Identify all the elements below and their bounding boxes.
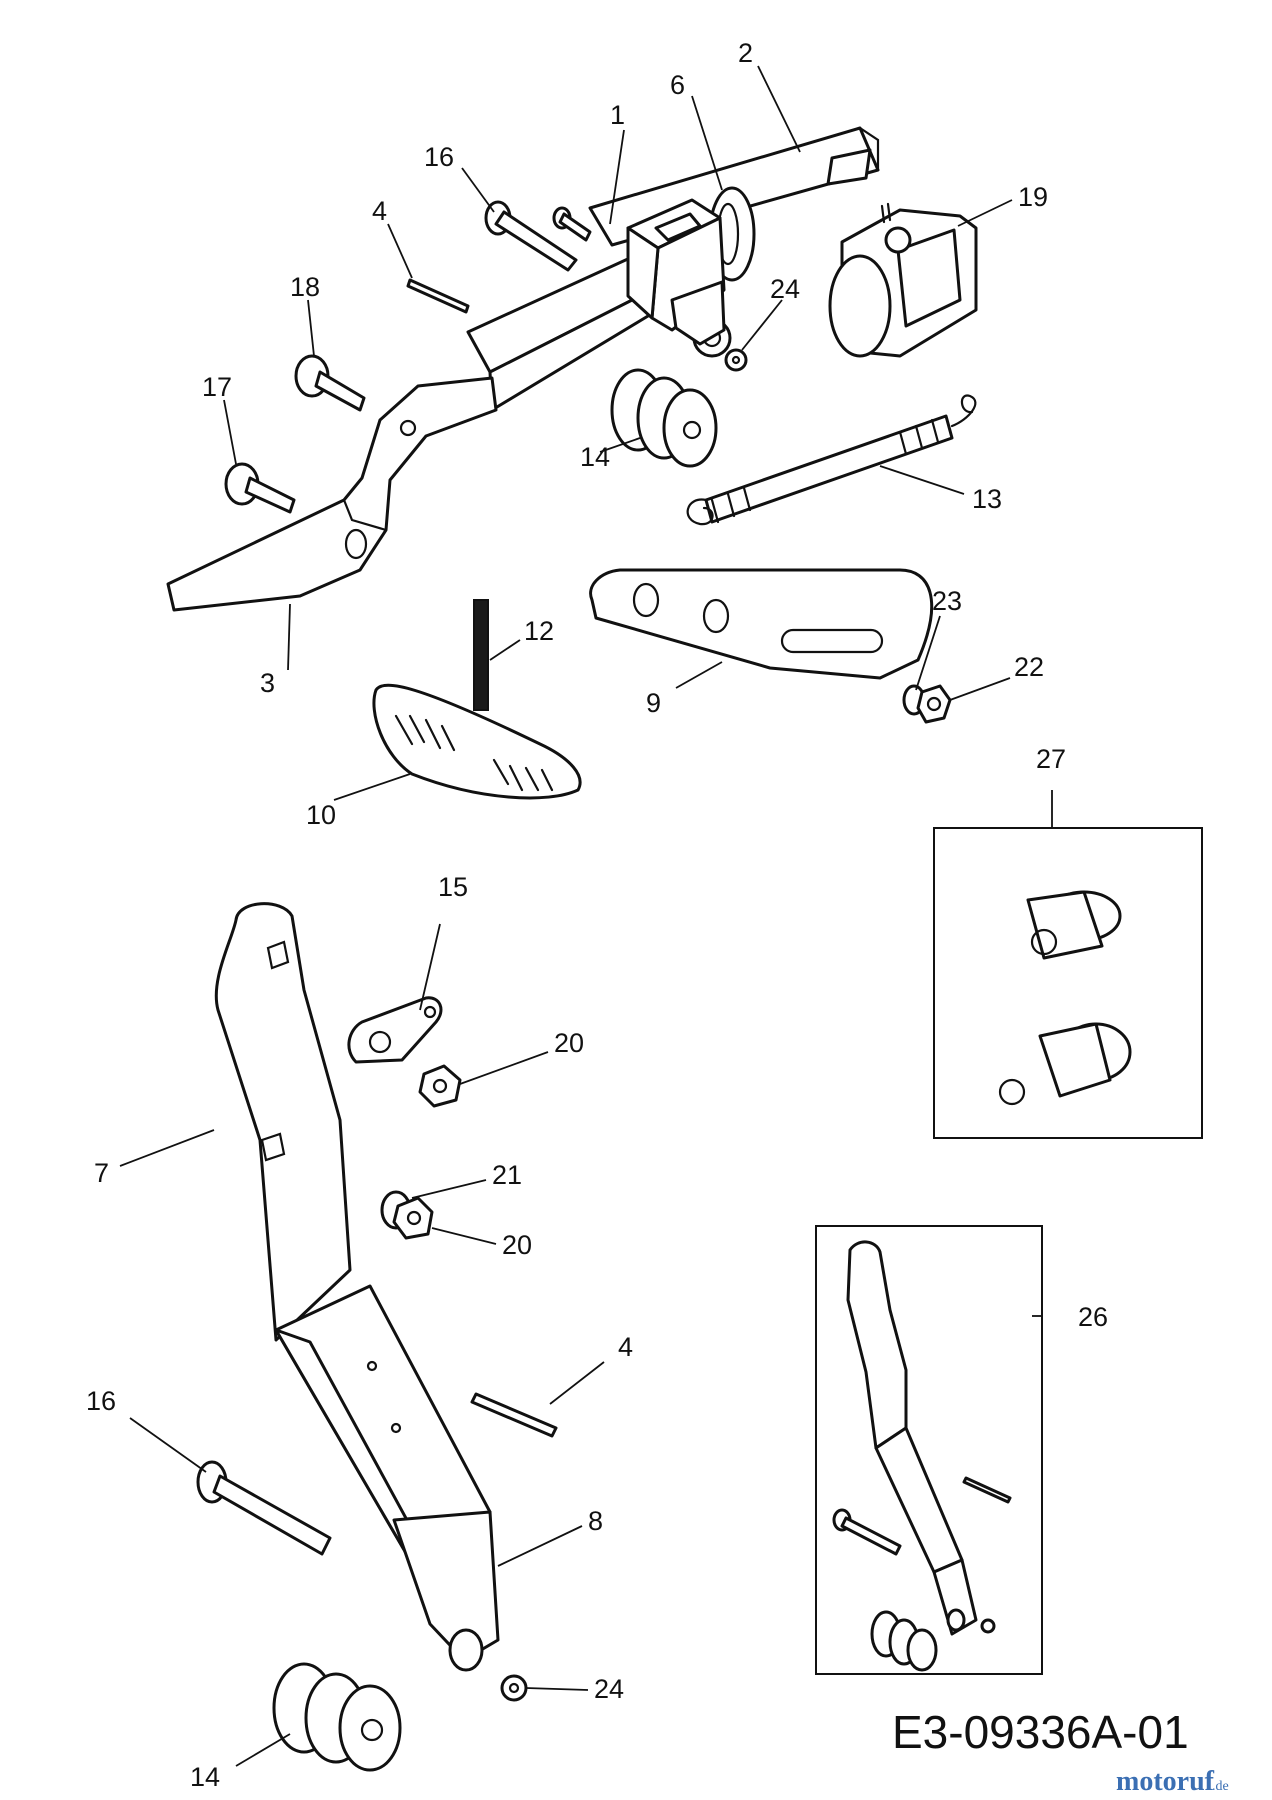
- callout-8: 8: [588, 1506, 603, 1536]
- kit-27-box: [933, 827, 1203, 1139]
- callout-4-upper: 4: [372, 196, 387, 226]
- callout-14-upper: 14: [580, 442, 610, 472]
- part-14-roller-lower: [272, 1662, 402, 1772]
- kit-26-box: [815, 1225, 1043, 1675]
- drawing-code: E3-09336A-01: [892, 1706, 1189, 1758]
- watermark-brand: motoruf: [1116, 1766, 1215, 1797]
- part-15-bracket: [347, 996, 443, 1064]
- callout-13: 13: [972, 484, 1002, 514]
- callout-12: 12: [524, 616, 554, 646]
- part-18-bolt: [294, 354, 366, 412]
- callout-18: 18: [290, 272, 320, 302]
- part-9-plate: [589, 568, 934, 680]
- part-12-strip: [473, 599, 489, 711]
- part-17-bolt: [224, 462, 296, 514]
- callout-20-upper: 20: [554, 1028, 584, 1058]
- callout-16-upper: 16: [424, 142, 454, 172]
- part-22-nut: [916, 684, 952, 724]
- callout-22: 22: [1014, 652, 1044, 682]
- callout-23: 23: [932, 586, 962, 616]
- kit-26-arm-assembly: [832, 1240, 1012, 1672]
- callout-2: 2: [738, 38, 753, 68]
- kit-27-clamp-upper: [1026, 890, 1122, 960]
- callout-3: 3: [260, 668, 275, 698]
- part-16-bolt-lower: [196, 1460, 332, 1556]
- callout-24-upper: 24: [770, 274, 800, 304]
- kit-27-clamp-lower: [998, 1022, 1132, 1106]
- part-3-lever: [166, 376, 498, 612]
- callout-16-lower: 16: [86, 1386, 116, 1416]
- callout-21: 21: [492, 1160, 522, 1190]
- part-13-spring: [686, 394, 977, 526]
- callout-10: 10: [306, 800, 336, 830]
- callout-9: 9: [646, 688, 661, 718]
- callout-26: 26: [1078, 1302, 1108, 1332]
- part-19-clamp-cover: [828, 202, 978, 358]
- callout-27: 27: [1036, 744, 1066, 774]
- part-14-roller-upper: [610, 368, 718, 468]
- part-8-arm-tube: [274, 1284, 500, 1672]
- callout-20-lower: 20: [502, 1230, 532, 1260]
- leader-lines: [119, 65, 1053, 1767]
- part-7-arm: [214, 902, 352, 1342]
- part-16-bolt-upper: [484, 200, 592, 272]
- part-20-nut-upper: [418, 1064, 462, 1108]
- watermark-tld: .de: [1212, 1779, 1229, 1794]
- callout-6: 6: [670, 70, 685, 100]
- callout-19: 19: [1018, 182, 1048, 212]
- part-24-washer-upper: [724, 348, 748, 372]
- callout-24-lower: 24: [594, 1674, 624, 1704]
- part-10-plate: [372, 683, 582, 800]
- callouts: 1 2 6 16 4 18 17 19 24 14 13 3 12 9 10 2…: [86, 38, 1108, 1792]
- callout-14-lower: 14: [190, 1762, 220, 1792]
- watermark-logo: motoruf .de: [1116, 1766, 1229, 1797]
- part-4-pin-upper: [406, 278, 470, 314]
- part-4-pin-lower: [470, 1392, 558, 1438]
- callout-1: 1: [610, 100, 625, 130]
- callout-7: 7: [94, 1158, 109, 1188]
- part-20-nut-lower: [392, 1196, 434, 1240]
- part-24-washer-lower: [500, 1674, 528, 1702]
- callout-17: 17: [202, 372, 232, 402]
- callout-15: 15: [438, 872, 468, 902]
- callout-4-lower: 4: [618, 1332, 633, 1362]
